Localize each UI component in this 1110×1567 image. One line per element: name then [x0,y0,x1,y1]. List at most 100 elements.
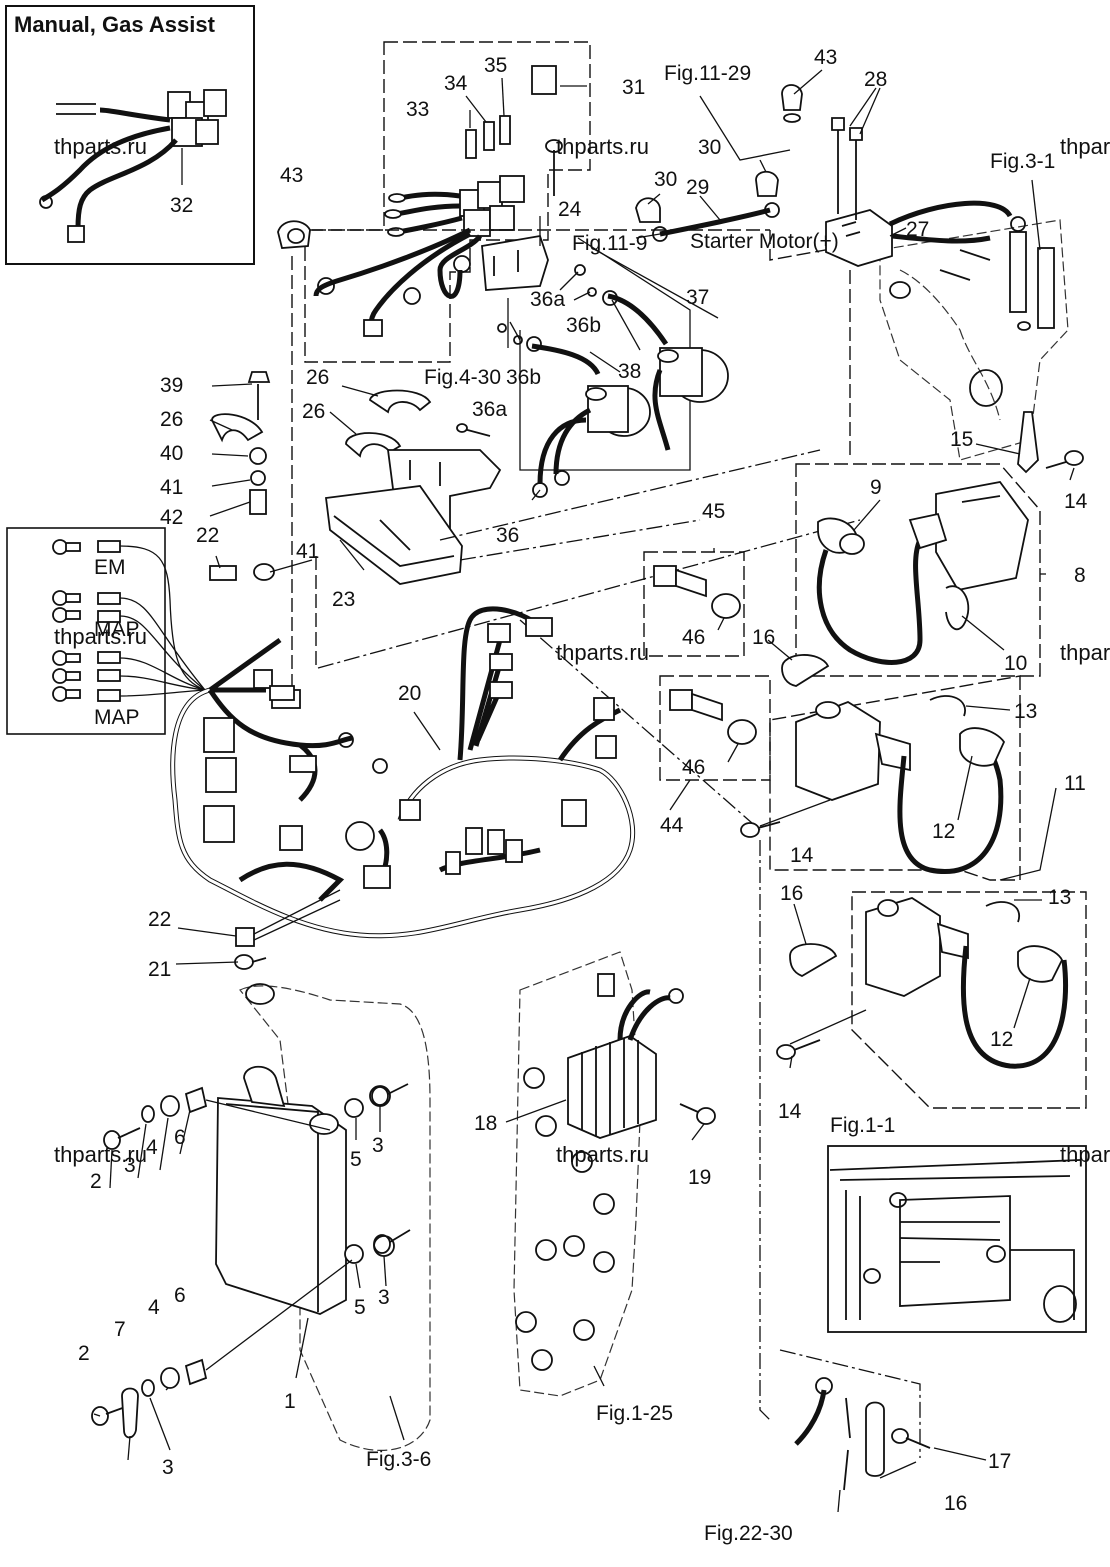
engine-block-fig3-1 [879,219,1069,474]
callout-46b: 46 [682,756,705,779]
callout-14b: 14 [790,844,814,867]
callout-36b-upper: 36b [566,314,601,337]
callout-44: 44 [660,814,684,837]
relay-assembly-32 [39,89,227,243]
watermark-9: thparts.ru [1060,1142,1110,1167]
bolt-24 [545,139,563,196]
bracket [481,234,549,291]
callout-36a-upper: 36a [530,288,565,311]
wiring-harness-20 [170,606,636,939]
bracket-7 [121,1387,139,1439]
callout-36: 36 [496,524,519,547]
bolt-fig4-30 [456,423,491,437]
callout-38: 38 [618,360,641,383]
connector-label-map-2: MAP [94,706,140,729]
callout-numbers: 1 2 2 3 3 3 3 4 4 5 5 6 6 7 8 9 10 11 12… [78,46,1088,1515]
callout-45: 45 [702,500,725,523]
callout-30a: 30 [698,136,721,159]
callout-12a: 12 [932,820,955,843]
inset-title: Manual, Gas Assist [14,12,216,37]
callout-24: 24 [558,198,582,221]
relay-27 [825,117,1026,267]
watermark-3: thparts.ru [1060,134,1110,159]
washer-3-upper [371,1086,389,1106]
callout-14c: 14 [778,1100,802,1123]
ignition-coil-11a [759,675,1021,881]
callout-41b: 41 [296,540,319,563]
callout-12b: 12 [990,1028,1013,1051]
cdi-unit-1 [215,1065,364,1315]
callout-3a: 3 [124,1154,136,1177]
callout-14a: 14 [1064,490,1088,513]
watermarks: thparts.ru thparts.ru thparts.ru thparts… [54,134,1110,1167]
watermark-4: thparts.ru [54,624,147,649]
starter-relay-37 [657,347,729,403]
inset-manual-gas-assist: Manual, Gas Assist 32 [5,5,255,265]
relay-group-31 [304,41,591,363]
watermark-5: thparts.ru [556,640,649,665]
callout-2a: 2 [90,1170,102,1193]
callout-6b: 6 [174,1284,186,1307]
callout-7: 7 [114,1318,126,1341]
callout-46a: 46 [682,626,705,649]
cover-23 [324,485,463,585]
figref-starter-motor: Starter Motor(+) [690,230,839,253]
callout-18: 18 [474,1112,497,1135]
watermark-6: thparts.ru [1060,640,1110,665]
leader-lines [93,69,1075,1513]
callout-30b: 30 [654,168,677,191]
watermark-8: thparts.ru [556,1142,649,1167]
cap-30-upper [755,170,779,197]
callout-26c: 26 [302,400,325,423]
callout-2b: 2 [78,1342,90,1365]
callout-43a: 43 [280,164,303,187]
figref-4-30: Fig.4-30 [424,366,501,389]
clamp-26c [345,432,402,458]
washer-40 [249,447,267,465]
bolt-14b [740,821,781,838]
starter-relay-group [497,237,729,498]
callout-41a: 41 [160,476,183,499]
callout-22b: 22 [148,908,171,931]
connector-label-map-1: MAP [94,618,140,641]
callout-26b: 26 [160,408,183,431]
bolt-14c [776,1039,821,1060]
ignition-coil-11b [789,891,1087,1109]
callout-34: 34 [444,72,468,95]
callout-17: 17 [988,1450,1011,1473]
watermark-1: thparts.ru [54,134,147,159]
clamp-26b [369,389,432,414]
connector-label-em: EM [94,556,126,579]
callout-26a: 26 [306,366,329,389]
callout-10: 10 [1004,652,1027,675]
callout-43b: 43 [814,46,837,69]
callout-4b: 4 [148,1296,160,1319]
callout-35: 35 [484,54,507,77]
callout-31: 31 [622,76,645,99]
inset-connectors: EM MAP MAP [6,527,206,735]
bolt-39 [247,371,271,420]
clip-22 [235,927,255,947]
callout-16b: 16 [780,882,803,905]
relay-block [459,175,525,237]
figref-1-1: Fig.1-1 [830,1114,895,1137]
callout-3c: 3 [378,1286,390,1309]
callout-8: 8 [1074,564,1086,587]
relay-cap [531,65,557,95]
callout-16c: 16 [944,1492,967,1515]
figref-22-30: Fig.22-30 [704,1522,793,1545]
ground-lead [794,1377,931,1491]
callout-36b-lower: 36b [506,366,541,389]
callout-3d: 3 [162,1456,174,1479]
callout-39: 39 [160,374,183,397]
callout-6a: 6 [174,1126,186,1149]
callout-16a: 16 [752,626,775,649]
callout-15: 15 [950,428,973,451]
watermark-2: thparts.ru [556,134,649,159]
cable-29 [659,207,771,237]
callout-9: 9 [870,476,882,499]
bolt-21 [234,954,267,970]
bolt-17 [891,1428,909,1444]
callout-22a: 22 [196,524,219,547]
